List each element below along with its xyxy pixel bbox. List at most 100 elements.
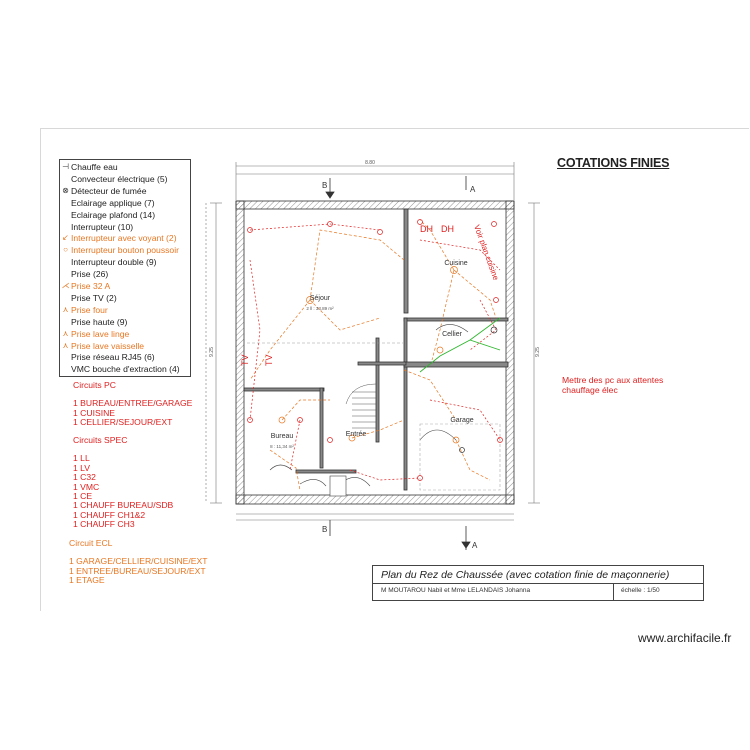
watermark: www.archifacile.fr bbox=[638, 631, 732, 645]
legend-label: Eclairage plafond (14) bbox=[71, 209, 156, 220]
section-b-top: B bbox=[322, 181, 327, 190]
legend-symbol-icon: ⋏ bbox=[62, 304, 69, 314]
outer-walls bbox=[235, 200, 515, 505]
legend-symbol-icon: ⋏ bbox=[62, 340, 69, 350]
legend-symbol-icon: ⋌ bbox=[61, 281, 70, 290]
legend-item: ⋌Prise 32 A bbox=[60, 280, 190, 292]
label-tv-1: TV bbox=[240, 354, 250, 366]
sheet-border bbox=[40, 128, 749, 611]
title-block: Plan du Rez de Chaussée (avec cotation f… bbox=[372, 565, 704, 601]
label-dh-1: DH bbox=[420, 224, 433, 234]
circuit-item: 1 CELLIER/SEJOUR/EXT bbox=[73, 417, 173, 428]
legend-label: Prise réseau RJ45 (6) bbox=[71, 352, 155, 363]
section-a-top: A bbox=[470, 185, 476, 194]
legend-item: Prise haute (9) bbox=[60, 316, 190, 328]
plan-title: Plan du Rez de Chaussée (avec cotation f… bbox=[381, 569, 670, 581]
legend-label: Détecteur de fumée bbox=[71, 185, 147, 196]
plumbing-lines bbox=[419, 317, 501, 373]
legend-symbol-icon: ⊗ bbox=[62, 185, 69, 195]
inner-walls bbox=[243, 208, 509, 491]
legend-item: Prise TV (2) bbox=[60, 292, 190, 304]
doors bbox=[269, 324, 469, 497]
legend-item: Prise réseau RJ45 (6) bbox=[60, 351, 190, 363]
garage-zone bbox=[419, 423, 501, 491]
legend-item: ⊣Chauffe eau bbox=[60, 161, 190, 173]
legend-item: Interrupteur double (9) bbox=[60, 256, 190, 268]
scale-label: échelle : 1/50 bbox=[621, 587, 660, 594]
title-block-divider bbox=[373, 583, 703, 584]
label-dh-2: DH bbox=[441, 224, 454, 234]
legend-symbol-icon: ⊣ bbox=[62, 162, 69, 171]
legend-label: Eclairage applique (7) bbox=[71, 197, 155, 208]
legend-item: ⋏Prise lave linge bbox=[60, 328, 190, 340]
circuits-spec: Circuits SPEC 1 LL 1 LV 1 C32 1 VMC 1 CE… bbox=[73, 435, 174, 530]
circuit-item: 1 CUISINE bbox=[73, 407, 116, 418]
stairs bbox=[345, 383, 377, 429]
legend-label: Interrupteur (10) bbox=[71, 221, 134, 232]
legend-label: Interrupteur double (9) bbox=[71, 257, 157, 268]
dimension-left: 9.25 bbox=[209, 347, 215, 357]
circuits-spec-heading: Circuits SPEC bbox=[73, 435, 128, 445]
legend-symbol-icon: ⋏ bbox=[62, 328, 69, 338]
room-area-bureau: 8 : 11,34 m² bbox=[270, 444, 294, 449]
legend-label: Prise lave vaisselle bbox=[71, 340, 145, 351]
circuit-item: 1 CHAUFF BUREAU/SDB bbox=[73, 500, 174, 511]
circuit-ecl: Circuit ECL 1 GARAGE/CELLIER/CUISINE/EXT… bbox=[69, 538, 208, 586]
circuit-item: 1 CHAUFF CH3 bbox=[73, 519, 135, 530]
room-label-entree: Entrée bbox=[346, 431, 367, 438]
page-title: COTATIONS FINIES bbox=[557, 156, 670, 170]
circuit-item: 1 ETAGE bbox=[69, 575, 105, 586]
room-label-cuisine: Cuisine bbox=[444, 260, 467, 267]
side-note-line: Mettre des pc aux attentes bbox=[562, 375, 664, 385]
section-a-bottom: A bbox=[472, 541, 478, 550]
dimension-top: 8.80 bbox=[365, 160, 375, 166]
room-area-sejour: 2 ll : 33,89 m² bbox=[306, 306, 334, 311]
legend-label: Prise four bbox=[71, 304, 108, 315]
circuits-pc: Circuits PC 1 BUREAU/ENTREE/GARAGE 1 CUI… bbox=[73, 380, 193, 428]
room-label-garage: Garage bbox=[450, 417, 473, 424]
legend-item: ○Interrupteur bouton poussoir bbox=[60, 244, 190, 256]
legend-label: Interrupteur avec voyant (2) bbox=[71, 233, 177, 244]
section-markers bbox=[325, 176, 471, 550]
legend-item: Prise (26) bbox=[60, 268, 190, 280]
plan-labels: Séjour 2 ll : 33,89 m² Cuisine Cellier G… bbox=[240, 224, 501, 449]
label-tv-2: TV bbox=[264, 354, 274, 366]
legend-symbol-icon: ○ bbox=[63, 245, 68, 255]
legend-label: Prise (26) bbox=[71, 269, 109, 280]
circuit-item: 1 ENTREE/BUREAU/SEJOUR/EXT bbox=[69, 565, 206, 576]
lighting-wiring bbox=[249, 219, 497, 491]
legend-item: Eclairage plafond (14) bbox=[60, 209, 190, 221]
room-label-bureau: Bureau bbox=[271, 433, 294, 440]
circuit-item: 1 CHAUFF CH1&2 bbox=[73, 509, 146, 520]
legend-symbol-icon: ↙ bbox=[62, 233, 69, 243]
title-block-divider-vertical bbox=[613, 583, 614, 600]
legend-item: ⋏Prise lave vaisselle bbox=[60, 340, 190, 352]
circuit-ecl-heading: Circuit ECL bbox=[69, 538, 113, 548]
electrical-symbols bbox=[247, 219, 503, 481]
circuit-item: 1 LL bbox=[73, 453, 90, 464]
client-name: M MOUTAROU Nabil et Mme LELANDAIS Johann… bbox=[381, 587, 531, 594]
legend-item: VMC bouche d'extraction (4) bbox=[60, 363, 190, 375]
room-label-cellier: Cellier bbox=[442, 331, 463, 338]
legend-label: Prise 32 A bbox=[71, 281, 111, 291]
circuit-item: 1 LV bbox=[73, 462, 91, 473]
section-b-bottom: B bbox=[322, 525, 327, 534]
circuit-item: 1 GARAGE/CELLIER/CUISINE/EXT bbox=[69, 556, 208, 567]
legend-item: ↙Interrupteur avec voyant (2) bbox=[60, 232, 190, 244]
legend-item: ⊗Détecteur de fumée bbox=[60, 185, 190, 197]
legend-label: Chauffe eau bbox=[71, 162, 118, 172]
power-wiring bbox=[249, 223, 501, 481]
side-note: Mettre des pc aux attentes chauffage éle… bbox=[562, 375, 663, 395]
circuit-item: 1 VMC bbox=[73, 481, 100, 492]
legend-label: Prise lave linge bbox=[71, 328, 130, 339]
legend-label: Interrupteur bouton poussoir bbox=[71, 245, 179, 256]
circuit-item: 1 CE bbox=[73, 491, 93, 502]
legend-item: Interrupteur (10) bbox=[60, 221, 190, 233]
legend-label: Convecteur électrique (5) bbox=[71, 173, 168, 184]
legend-label: Prise TV (2) bbox=[71, 292, 117, 303]
room-label-sejour: Séjour bbox=[310, 295, 331, 302]
dimension-right: 9.25 bbox=[535, 347, 541, 357]
circuit-item: 1 BUREAU/ENTREE/GARAGE bbox=[73, 398, 193, 409]
